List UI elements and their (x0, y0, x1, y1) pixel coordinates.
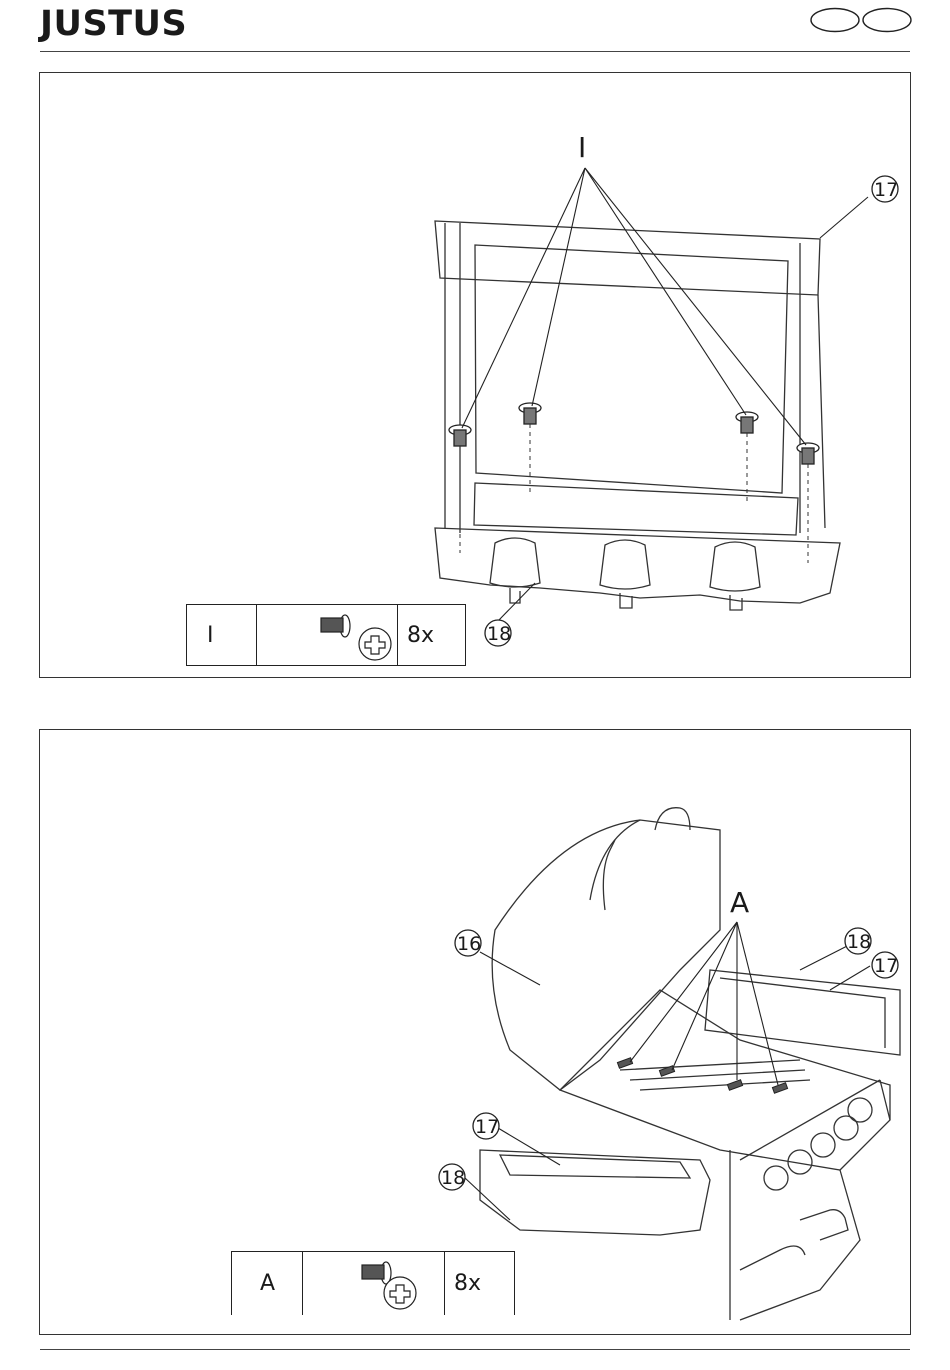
language-badge-1 (811, 9, 859, 32)
parts-table-step-2: A 8x (231, 1251, 515, 1315)
callout-16: 16 (457, 933, 481, 955)
callout-17-right: 17 (874, 955, 898, 977)
screw-1 (617, 1058, 632, 1068)
part-letter: A (260, 1252, 275, 1315)
parts-table-step-1: I 8x (186, 604, 466, 666)
assembly-step-1-panel: I 17 18 I 8x (39, 72, 911, 678)
callout-18: 18 (487, 623, 511, 645)
screw-1 (449, 425, 471, 446)
callout-18-left: 18 (441, 1167, 465, 1189)
screw-4 (772, 1083, 787, 1093)
header-rule (40, 51, 910, 52)
callout-17: 17 (874, 179, 898, 201)
quantity: 8x (454, 1252, 481, 1315)
language-badges (810, 7, 914, 33)
screw-icon (328, 1255, 448, 1313)
side-shelf-illustration: I 17 18 (40, 73, 912, 679)
part-letter: I (207, 605, 214, 665)
callout-letter-A: A (730, 886, 749, 919)
quantity: 8x (407, 605, 434, 665)
screw-3 (727, 1080, 742, 1090)
screws (449, 403, 819, 464)
assembly-step-2-panel: A 16 18 17 17 18 A 8x (39, 729, 911, 1335)
callout-letter-I: I (578, 131, 586, 164)
brand-logo: JUSTUS (40, 4, 187, 44)
grill-assembly-illustration: A 16 18 17 17 18 (40, 730, 912, 1336)
callout-18-right: 18 (847, 931, 871, 953)
screw-2 (519, 403, 541, 424)
footer-rule (40, 1349, 910, 1350)
language-badge-2 (863, 9, 911, 32)
callout-17-left: 17 (475, 1116, 499, 1138)
screw-3 (736, 412, 758, 433)
screw-icon (287, 608, 407, 664)
